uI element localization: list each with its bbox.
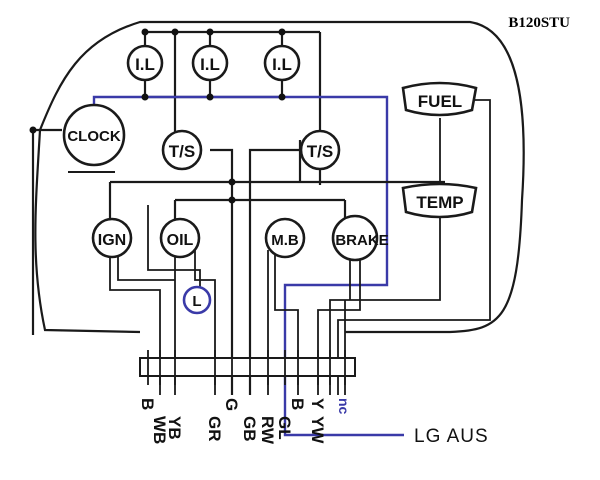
svg-text:YB: YB [165,416,184,440]
turn-signal-left: T/S [161,129,203,171]
wire-code-9: B [288,398,307,410]
brake-indicator: BRAKE [331,214,389,262]
wire-code-5: G [222,398,241,411]
svg-text:nc: nc [336,398,352,415]
diagram-title: B120STU [508,15,570,31]
wire-code-8: GL [275,416,294,440]
left-rail [31,128,62,335]
ign-label: IGN [98,232,126,249]
lamp-bus [143,80,284,99]
wire-code-3: YB [165,416,184,440]
fuel-gauge: FUEL [401,81,478,117]
svg-text:WB: WB [150,416,169,444]
wire-code-1: B [138,398,157,410]
panel-outline-left [34,129,141,334]
mb-indicator: M.B [264,217,306,259]
ignition-bus [108,140,445,395]
svg-text:GR: GR [205,416,224,442]
ign-indicator: IGN [91,217,133,259]
ts-right-label: T/S [307,142,333,161]
connector-block [139,357,356,377]
ts-right-wires [248,148,300,395]
lamp-1-label: I.L [135,55,155,74]
wire-code-4: GR [205,416,224,442]
svg-text:B: B [138,398,157,410]
mb-label: M.B [271,232,299,249]
svg-text:YW: YW [308,416,327,444]
l-indicator: L [182,285,212,315]
output-label: LG AUS [414,426,489,447]
junction-dots [29,28,286,204]
svg-text:GB: GB [240,416,259,442]
oil-indicator: OIL [159,217,201,259]
wire-code-12: nc [336,398,352,415]
svg-text:RW: RW [258,416,277,445]
temp-label: TEMP [416,193,463,212]
indicator-lamp-3: I.L [263,44,301,82]
svg-text:GL: GL [275,416,294,440]
connector-pins [147,350,346,385]
lamp-3-label: I.L [272,55,292,74]
lamp-2-label: I.L [200,55,220,74]
clock-label: CLOCK [67,128,120,145]
indicator-lamp-2: I.L [191,44,229,82]
wire-code-7: RW [258,416,277,445]
harness-wires [109,99,491,395]
oil-label: OIL [167,232,194,249]
l-label: L [192,293,201,310]
clock-gauge: CLOCK [62,103,126,173]
ts-left-label: T/S [169,142,195,161]
wire-code-11: YW [308,416,327,444]
svg-text:G: G [222,398,241,411]
temp-gauge: TEMP [401,182,478,219]
blue-wire-loop [92,95,404,437]
wire-code-6: GB [240,416,259,442]
wire-code-2: WB [150,416,169,444]
turn-signal-right: T/S [299,129,341,171]
panel-outline [38,20,525,334]
svg-text:B: B [288,398,307,410]
wire-code-10: Y [308,398,327,410]
brake-label: BRAKE [335,232,388,249]
fuel-label: FUEL [418,92,462,111]
indicator-lamp-1: I.L [126,44,164,82]
svg-text:Y: Y [308,398,327,410]
